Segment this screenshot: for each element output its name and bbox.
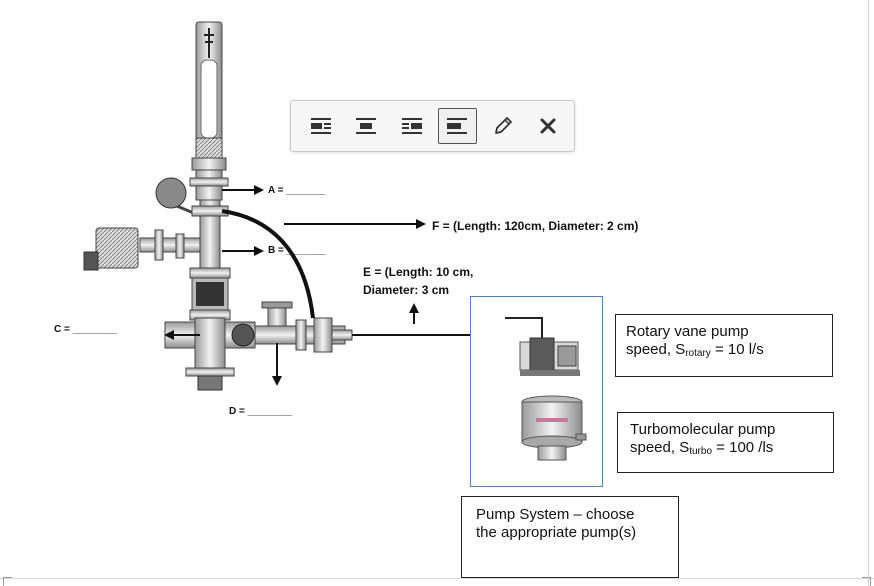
- label-c: C = ________: [54, 324, 118, 335]
- page-corner-mark: [862, 577, 871, 586]
- align-left-wrap-icon: [310, 118, 331, 134]
- turbo-line2: speed, Sturbo = 100 /ls: [630, 439, 774, 457]
- pump-system-textbox[interactable]: Pump System – choose the appropriate pum…: [461, 496, 679, 578]
- rotary-pump-image: [505, 317, 580, 376]
- align-inline-button[interactable]: [437, 108, 477, 144]
- label-e-line1: E = (Length: 10 cm,: [363, 265, 473, 279]
- label-a: A = _______: [268, 185, 326, 196]
- page-bottom-edge: [0, 578, 874, 579]
- align-center-icon: [356, 118, 377, 134]
- pump-system-line2: the appropriate pump(s): [476, 524, 637, 541]
- turbo-pump-image: [521, 395, 587, 461]
- remove-button[interactable]: [529, 108, 569, 144]
- image-toolbar: [290, 100, 575, 152]
- page-corner-mark: [3, 577, 12, 586]
- align-center-button[interactable]: [347, 108, 387, 144]
- edit-button[interactable]: [483, 108, 523, 144]
- align-inline-icon: [447, 118, 468, 134]
- turbo-pump-textbox[interactable]: Turbomolecular pump speed, Sturbo = 100 …: [617, 412, 834, 473]
- page-right-edge: [868, 0, 869, 586]
- label-b: B = _______: [268, 245, 326, 256]
- annotation-arrows: [164, 185, 426, 386]
- close-icon: [540, 118, 556, 134]
- vacuum-apparatus: [83, 21, 470, 391]
- rotary-line2: speed, Srotary = 10 l/s: [626, 341, 764, 359]
- label-d: D = ________: [229, 406, 293, 417]
- pencil-icon: [494, 117, 512, 134]
- pump-selection-frame[interactable]: [470, 296, 603, 487]
- label-e-line2: Diameter: 3 cm: [363, 283, 449, 297]
- label-f: F = (Length: 120cm, Diameter: 2 cm): [432, 219, 638, 233]
- rotary-pump-textbox[interactable]: Rotary vane pump speed, Srotary = 10 l/s: [615, 314, 833, 377]
- pump-system-line1: Pump System – choose: [476, 506, 635, 523]
- rotary-line1: Rotary vane pump: [626, 323, 749, 340]
- turbo-line1: Turbomolecular pump: [630, 421, 776, 438]
- align-right-wrap-icon: [401, 118, 422, 134]
- align-left-wrap-button[interactable]: [301, 108, 341, 144]
- align-right-wrap-button[interactable]: [392, 108, 432, 144]
